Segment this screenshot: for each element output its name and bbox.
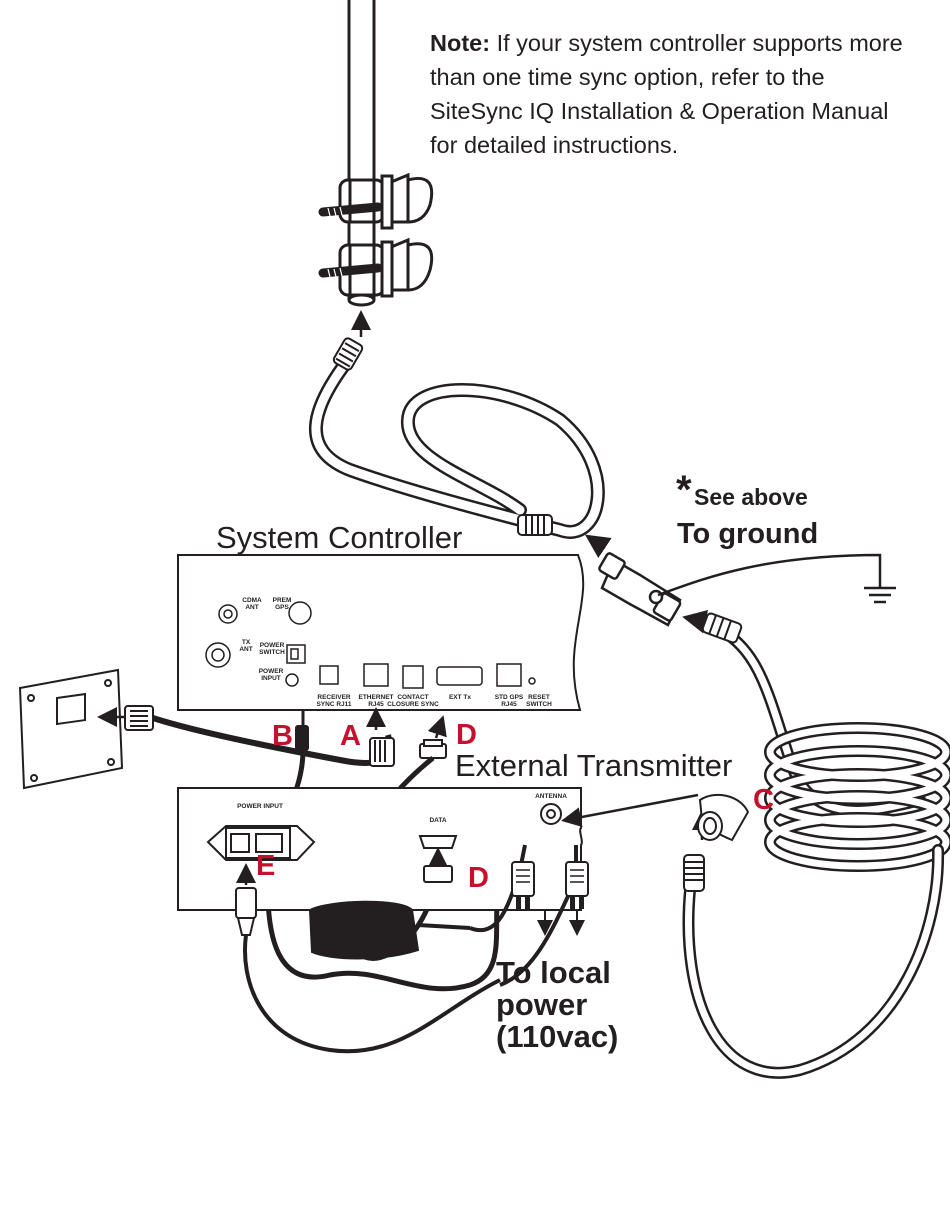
- svg-text:STD GPS: STD GPS: [495, 694, 524, 701]
- ext-tx-port: [436, 666, 483, 686]
- iec-power-plug: [235, 887, 257, 936]
- prem-gps-port: [288, 601, 312, 625]
- local-power-label-line1: To local: [496, 955, 611, 990]
- callout-e: E: [256, 850, 276, 882]
- svg-text:ANT: ANT: [245, 604, 258, 611]
- power-barrel-plug: [295, 725, 309, 751]
- antenna-cable: [308, 353, 605, 539]
- callout-d-transmitter: D: [468, 862, 489, 894]
- svg-text:ANT: ANT: [239, 646, 252, 653]
- ground-label: To ground: [677, 518, 819, 550]
- ground-see-above: See above: [694, 484, 808, 510]
- svg-text:RJ45: RJ45: [368, 701, 384, 708]
- ethernet-plug-wall: [124, 705, 154, 731]
- external-transmitter-box: POWER INPUT DATA ANTENNA: [177, 787, 583, 911]
- wall-ethernet-jack: [18, 668, 124, 790]
- reset-switch: [528, 677, 536, 685]
- svg-text:INPUT: INPUT: [261, 675, 281, 682]
- note-label: Note:: [430, 30, 491, 56]
- system-controller-label: System Controller: [216, 520, 463, 555]
- local-power-label-line2: power: [496, 987, 588, 1022]
- svg-text:PREM: PREM: [273, 597, 292, 604]
- svg-text:POWER: POWER: [259, 668, 284, 675]
- power-adapter: [308, 900, 471, 960]
- coiled-cable: [682, 624, 950, 1079]
- threaded-rods: [318, 202, 383, 278]
- cable-connector-arrestor: [517, 514, 553, 536]
- callout-c: C: [753, 784, 774, 816]
- system-controller-box: CDMA ANT PREM GPS TX ANT POWER SWITCH PO…: [177, 554, 585, 711]
- svg-text:RESET: RESET: [528, 694, 550, 701]
- ground-wire: [657, 553, 882, 597]
- ethernet-plug-controller: [369, 737, 395, 767]
- callout-a: A: [340, 720, 361, 752]
- data-plug-transmitter: [423, 865, 453, 883]
- svg-text:SYNC RJ11: SYNC RJ11: [316, 701, 351, 708]
- power-cord: [243, 934, 501, 1054]
- svg-text:RECEIVER: RECEIVER: [317, 694, 351, 701]
- ethernet-port: [363, 663, 389, 687]
- svg-text:POWER: POWER: [260, 642, 285, 649]
- svg-text:EXT Tx: EXT Tx: [449, 694, 471, 701]
- coil-connector-bottom: [683, 854, 705, 892]
- callout-b: B: [272, 720, 293, 752]
- svg-text:TX: TX: [242, 639, 251, 646]
- note-text: If your system controller supports more …: [430, 30, 903, 158]
- receiver-sync-port: [319, 665, 339, 685]
- svg-text:GPS: GPS: [275, 604, 289, 611]
- data-plug-controller: [419, 739, 447, 759]
- installation-note: Note: If your system controller supports…: [430, 26, 910, 162]
- svg-text:DATA: DATA: [429, 817, 446, 824]
- data-port: [418, 835, 458, 849]
- gps-antenna: [338, 0, 434, 307]
- local-power-label-line3: (110vac): [496, 1019, 619, 1054]
- contact-closure-port: [402, 665, 424, 689]
- lightning-arrestor: [598, 552, 682, 627]
- std-gps-port: [496, 663, 522, 687]
- right-angle-adapter: [697, 793, 750, 842]
- ground-icon: [864, 586, 896, 604]
- svg-text:POWER INPUT: POWER INPUT: [237, 803, 283, 810]
- svg-text:CLOSURE SYNC: CLOSURE SYNC: [387, 701, 439, 708]
- svg-text:ETHERNET: ETHERNET: [358, 694, 393, 701]
- callout-d-controller: D: [456, 719, 477, 751]
- svg-text:CONTACT: CONTACT: [397, 694, 428, 701]
- power-input-port: [285, 673, 299, 687]
- external-transmitter-label: External Transmitter: [455, 748, 733, 783]
- cable-connector-top: [332, 337, 364, 371]
- svg-text:SWITCH: SWITCH: [259, 649, 285, 656]
- upper-clamp: [338, 172, 434, 230]
- svg-text:ANTENNA: ANTENNA: [535, 793, 567, 800]
- ground-star: *: [676, 468, 692, 512]
- coil-connector-top: [701, 612, 743, 644]
- svg-text:SWITCH: SWITCH: [526, 701, 552, 708]
- svg-text:RJ45: RJ45: [501, 701, 517, 708]
- svg-text:CDMA: CDMA: [242, 597, 262, 604]
